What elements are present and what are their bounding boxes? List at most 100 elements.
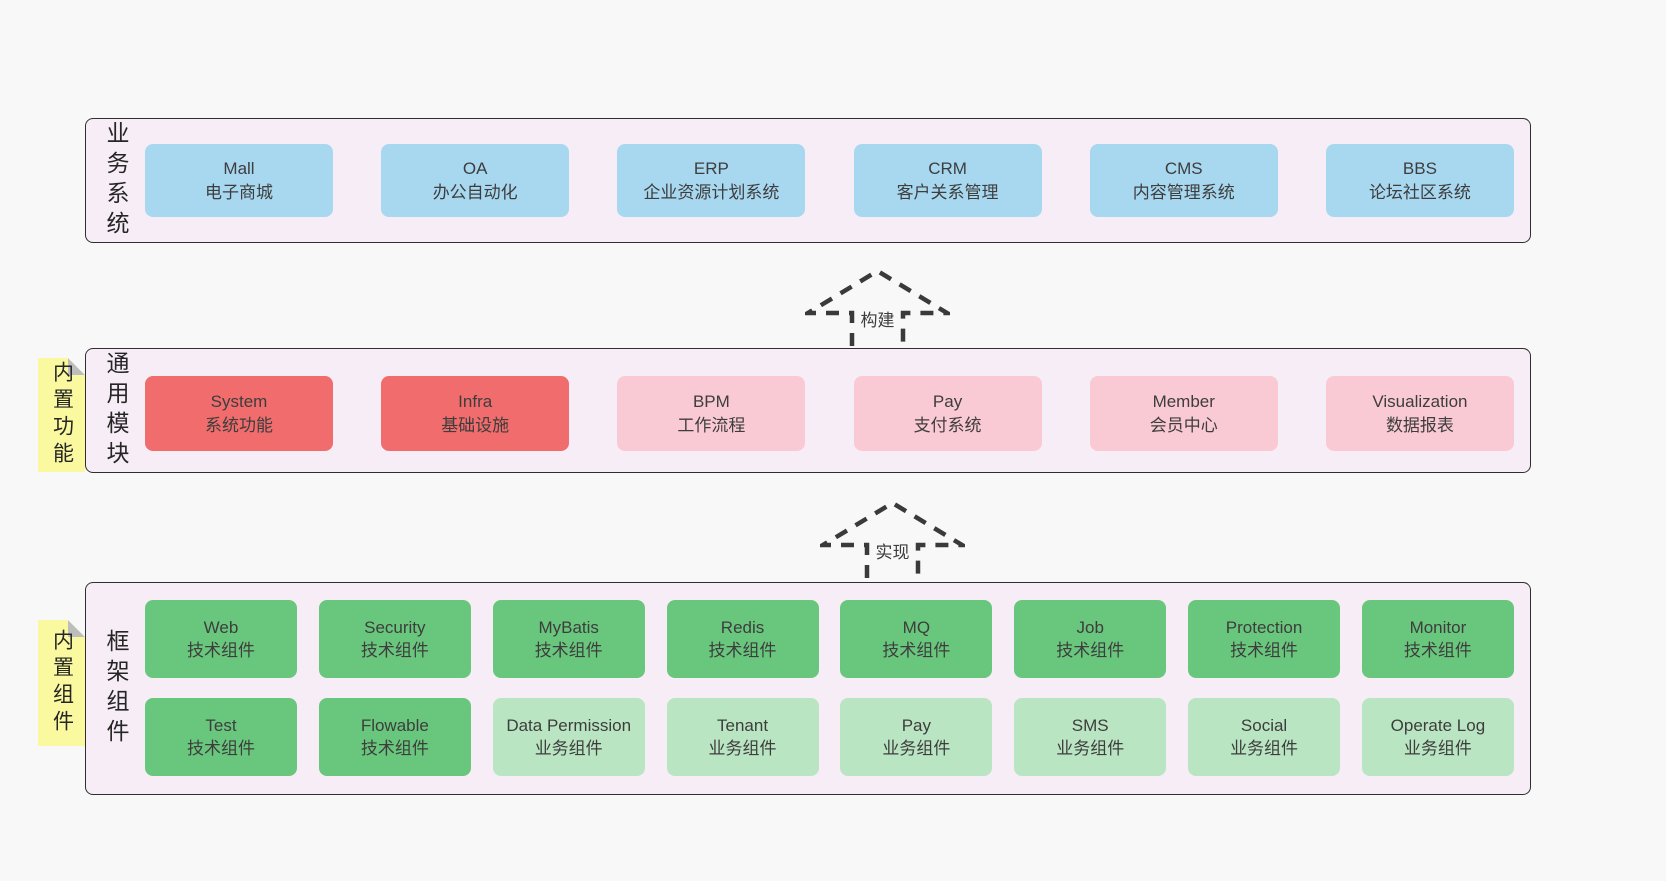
box-subtitle: 电子商城 [205, 182, 273, 202]
box-title: Redis [720, 618, 765, 637]
box-subtitle: 技术组件 [708, 641, 777, 660]
box-pay-module: Pay 支付系统 [853, 376, 1042, 451]
box-title: Pay [932, 391, 963, 411]
box-title: Flowable [360, 716, 429, 735]
box-operate-log: Operate Log 业务组件 [1361, 698, 1514, 776]
box-mall: Mall 电子商城 [145, 144, 333, 217]
common-modules-row: System 系统功能 Infra 基础设施 BPM 工作流程 Pay 支付系统… [145, 376, 1514, 451]
box-cms: CMS 内容管理系统 [1089, 144, 1278, 217]
box-pay-component: Pay 业务组件 [840, 698, 993, 776]
box-subtitle: 支付系统 [913, 415, 982, 435]
box-title: Pay [901, 716, 932, 735]
box-subtitle: 客户关系管理 [896, 182, 999, 202]
box-title: ERP [693, 158, 729, 178]
box-subtitle: 技术组件 [360, 641, 429, 660]
up-arrow-icon [805, 268, 950, 346]
framework-components-row-1: Web 技术组件 Security 技术组件 MyBatis 技术组件 Redi… [145, 600, 1514, 678]
box-subtitle: 业务组件 [1056, 739, 1125, 758]
box-tenant: Tenant 业务组件 [666, 698, 819, 776]
box-subtitle: 论坛社区系统 [1368, 182, 1471, 202]
box-bbs: BBS 论坛社区系统 [1325, 144, 1514, 217]
box-subtitle: 技术组件 [187, 641, 255, 660]
box-bpm: BPM 工作流程 [617, 376, 806, 451]
box-social: Social 业务组件 [1188, 698, 1341, 776]
box-title: Visualization [1372, 391, 1468, 411]
box-title: Infra [458, 391, 493, 411]
box-system: System 系统功能 [145, 376, 333, 451]
business-systems-panel: 业务系统 Mall 电子商城 OA 办公自动化 ERP 企业资源计划系统 CRM… [85, 118, 1531, 243]
framework-components-panel: 框架组件 Web 技术组件 Security 技术组件 MyBatis 技术组件… [85, 582, 1531, 795]
box-title: Security [364, 618, 426, 637]
framework-components-label: 框架组件 [103, 628, 129, 749]
box-title: Tenant [717, 716, 769, 735]
box-visualization: Visualization 数据报表 [1325, 376, 1514, 451]
box-subtitle: 办公自动化 [432, 182, 518, 202]
box-title: Job [1076, 618, 1104, 637]
box-subtitle: 内容管理系统 [1132, 182, 1235, 202]
box-subtitle: 工作流程 [677, 415, 746, 435]
box-job: Job 技术组件 [1014, 600, 1167, 678]
box-title: OA [462, 158, 488, 178]
box-subtitle: 技术组件 [882, 641, 951, 660]
common-modules-panel: 通用模块 System 系统功能 Infra 基础设施 BPM 工作流程 Pay… [85, 348, 1531, 473]
box-title: CMS [1164, 158, 1203, 178]
box-subtitle: 技术组件 [1403, 641, 1472, 660]
box-mybatis: MyBatis 技术组件 [492, 600, 645, 678]
side-note-builtin-features: 内置功能 [38, 358, 85, 472]
box-title: Data Permission [506, 716, 632, 735]
box-test: Test 技术组件 [145, 698, 297, 776]
box-title: MyBatis [538, 618, 599, 637]
box-subtitle: 技术组件 [187, 739, 255, 758]
box-title: BBS [1402, 158, 1437, 178]
box-protection: Protection 技术组件 [1188, 600, 1341, 678]
box-title: Social [1240, 716, 1288, 735]
box-subtitle: 业务组件 [534, 739, 603, 758]
box-subtitle: 数据报表 [1385, 415, 1454, 435]
build-arrow-label: 构建 [857, 305, 898, 332]
box-title: Protection [1225, 618, 1303, 637]
box-title: Test [205, 716, 237, 735]
build-arrow: 构建 [805, 268, 950, 346]
box-mq: MQ 技术组件 [840, 600, 993, 678]
box-subtitle: 技术组件 [1056, 641, 1125, 660]
box-title: Member [1152, 391, 1215, 411]
box-title: Web [203, 618, 239, 637]
box-subtitle: 技术组件 [360, 739, 429, 758]
box-subtitle: 业务组件 [882, 739, 951, 758]
box-subtitle: 基础设施 [441, 415, 510, 435]
box-member: Member 会员中心 [1089, 376, 1278, 451]
box-oa: OA 办公自动化 [381, 144, 570, 217]
implement-arrow: 实现 [820, 500, 965, 578]
box-subtitle: 业务组件 [1403, 739, 1472, 758]
box-title: BPM [692, 391, 730, 411]
box-title: Monitor [1409, 618, 1467, 637]
box-subtitle: 技术组件 [534, 641, 603, 660]
box-title: System [210, 391, 268, 411]
up-arrow-icon [820, 500, 965, 578]
box-subtitle: 业务组件 [1230, 739, 1299, 758]
box-flowable: Flowable 技术组件 [318, 698, 471, 776]
box-title: CRM [928, 158, 967, 178]
box-infra: Infra 基础设施 [381, 376, 570, 451]
box-web: Web 技术组件 [145, 600, 297, 678]
box-data-permission: Data Permission 业务组件 [492, 698, 645, 776]
side-note-text: 内置组件 [50, 629, 74, 737]
side-note-text: 内置功能 [50, 361, 74, 469]
box-subtitle: 系统功能 [205, 415, 273, 435]
box-title: Operate Log [1390, 716, 1486, 735]
framework-components-row-2: Test 技术组件 Flowable 技术组件 Data Permission … [145, 698, 1514, 776]
box-subtitle: 会员中心 [1149, 415, 1218, 435]
box-title: Mall [223, 158, 255, 178]
implement-arrow-label: 实现 [872, 537, 913, 564]
box-erp: ERP 企业资源计划系统 [617, 144, 806, 217]
box-subtitle: 企业资源计划系统 [643, 182, 780, 202]
business-systems-label: 业务系统 [103, 120, 129, 241]
box-subtitle: 业务组件 [708, 739, 777, 758]
box-title: MQ [902, 618, 931, 637]
box-crm: CRM 客户关系管理 [853, 144, 1042, 217]
business-systems-row: Mall 电子商城 OA 办公自动化 ERP 企业资源计划系统 CRM 客户关系… [145, 144, 1514, 217]
box-title: SMS [1071, 716, 1109, 735]
box-redis: Redis 技术组件 [666, 600, 819, 678]
box-monitor: Monitor 技术组件 [1361, 600, 1514, 678]
